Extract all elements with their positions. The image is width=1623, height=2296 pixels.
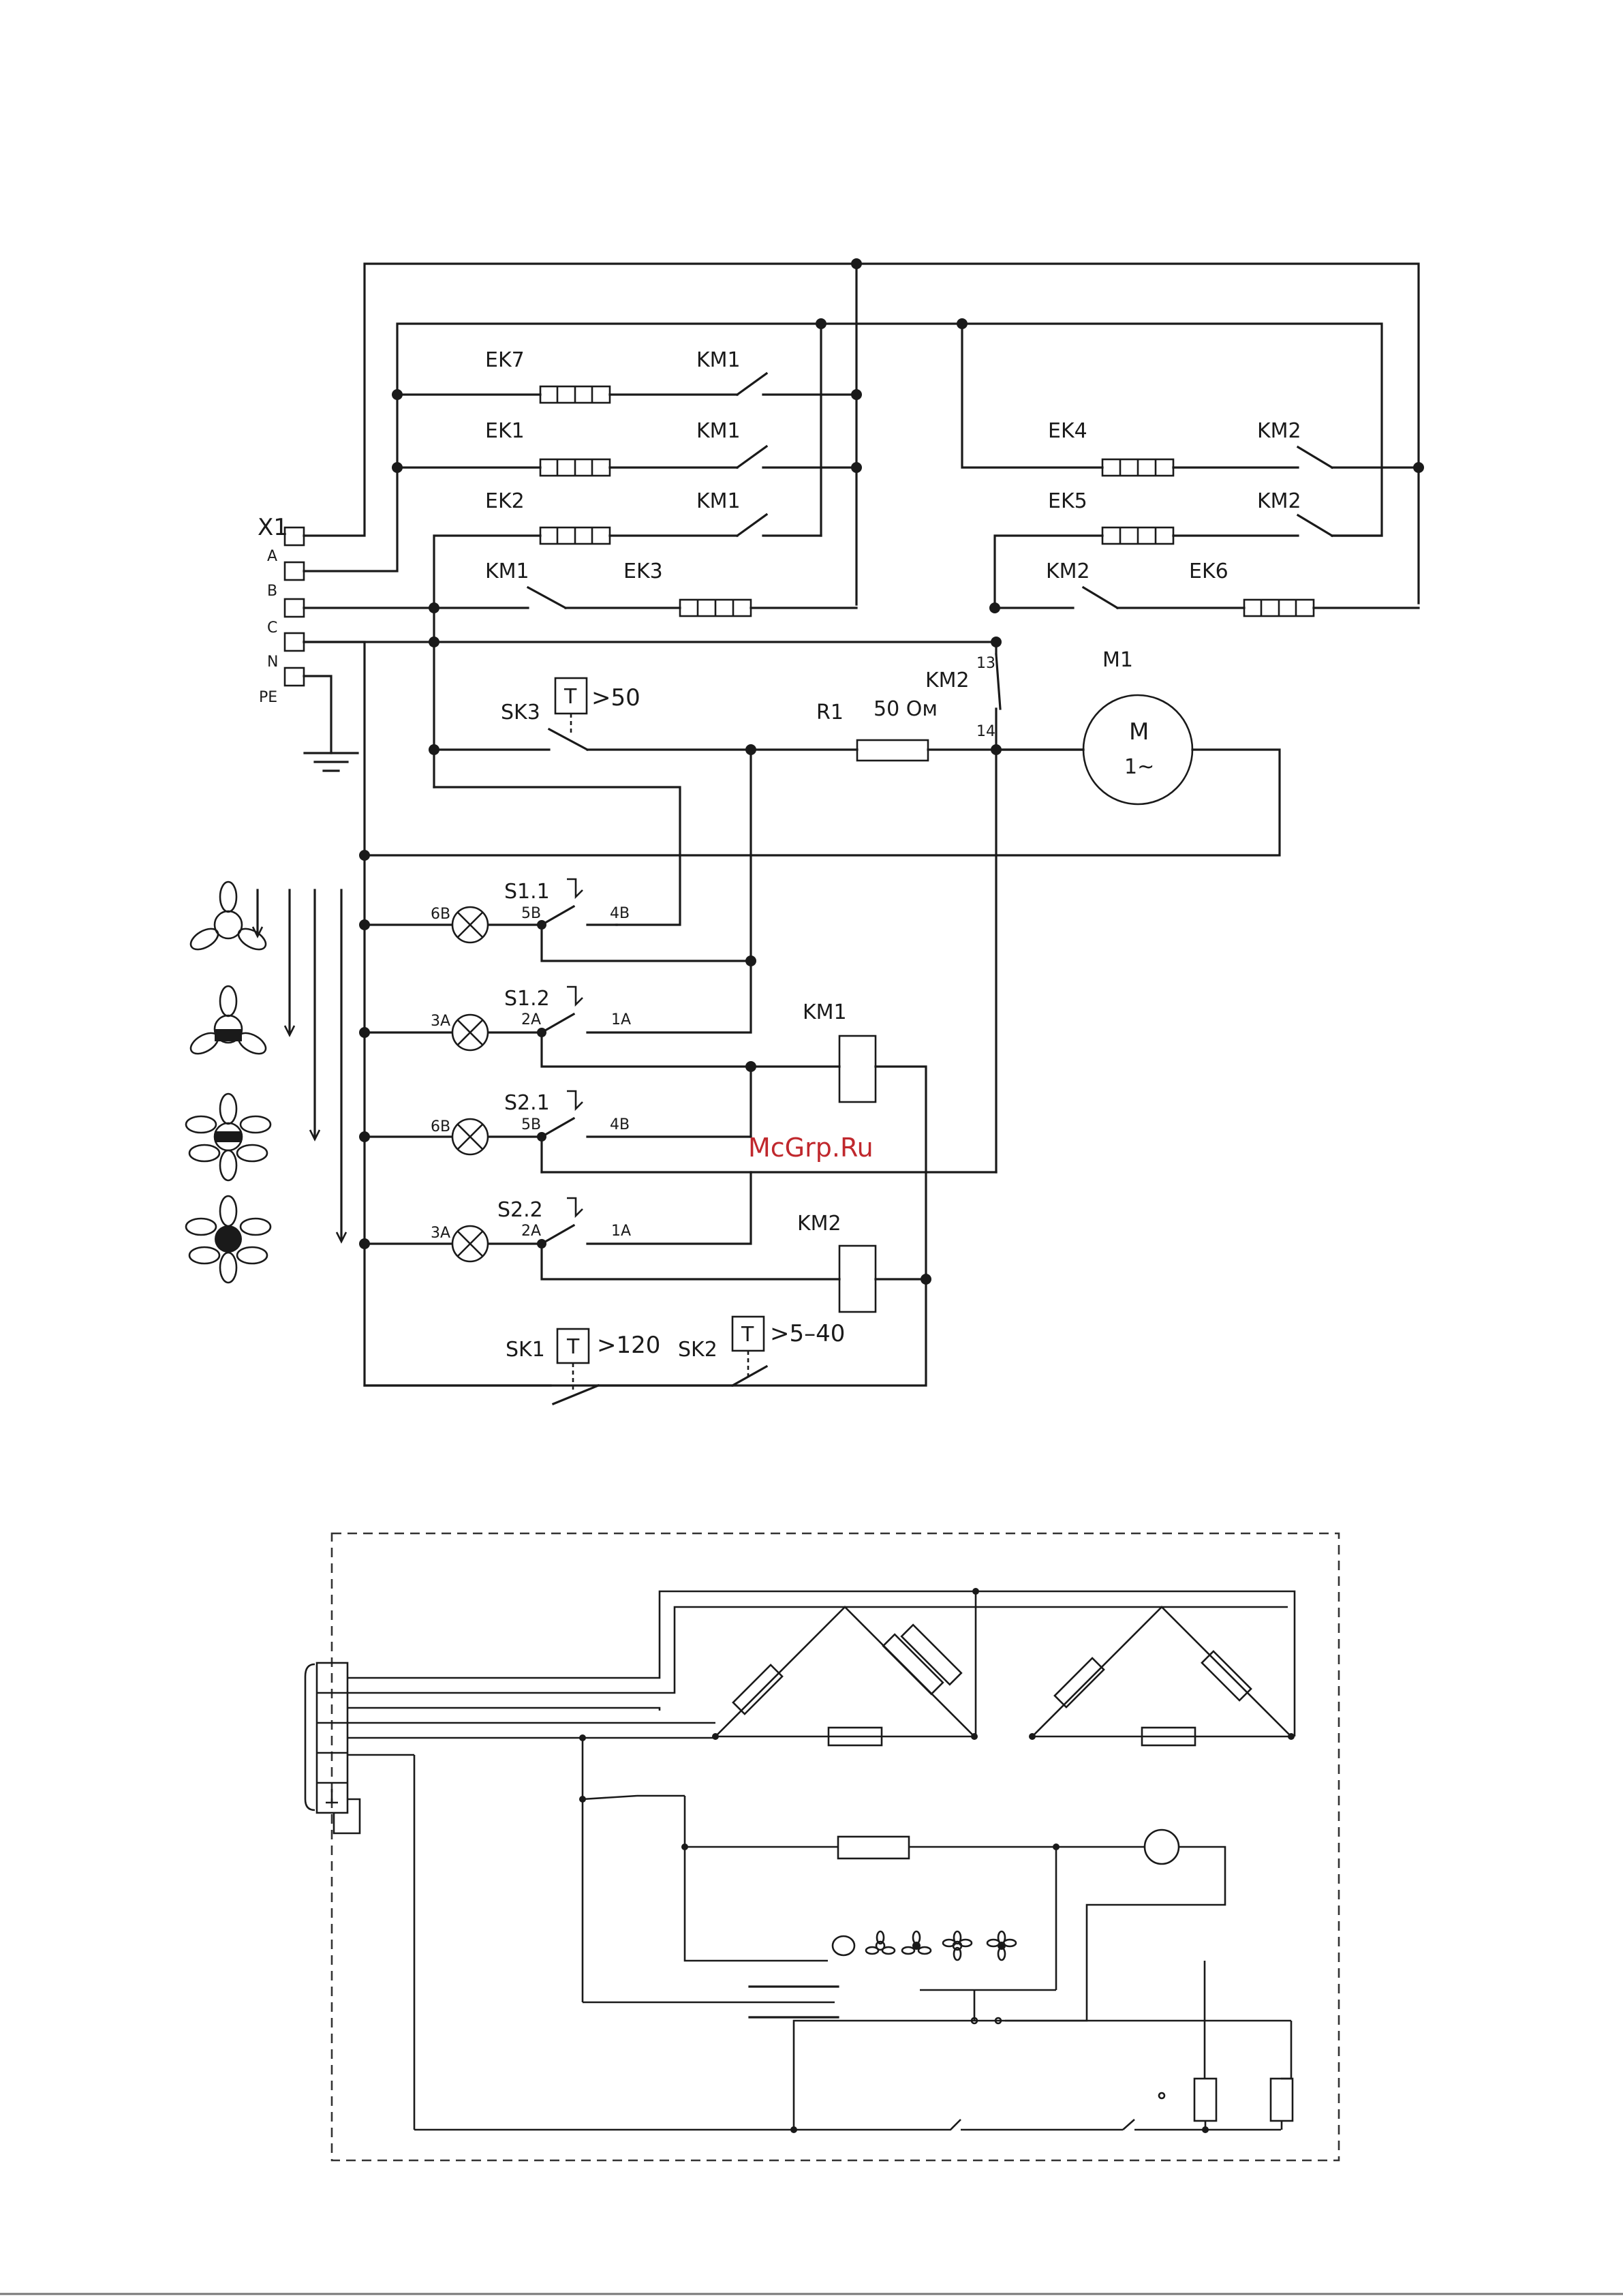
label-terminal-c: C [267, 619, 277, 637]
label-pin-1a-2: 1A [611, 1223, 631, 1240]
label-pin-2a-1: 2A [521, 1011, 541, 1028]
mode-switch-rows [365, 879, 926, 1279]
label-sk3-setpoint: >50 [591, 684, 640, 711]
ek5-heater [1102, 527, 1173, 544]
label-terminal-pe: PE [259, 689, 277, 706]
fan-heat-mid-icon [186, 1094, 270, 1180]
label-ek6: EK6 [1189, 560, 1228, 583]
label-sk2: SK2 [678, 1338, 717, 1362]
label-s1-1: S1.1 [504, 880, 550, 904]
label-ek4: EK4 [1048, 419, 1087, 443]
power-bus [304, 264, 1419, 1386]
fan-heat-low-icon [187, 986, 269, 1058]
label-motor-m: M [1129, 718, 1149, 746]
label-km2-ek5: KM2 [1257, 489, 1301, 513]
label-m1: M1 [1102, 648, 1133, 672]
label-r1: R1 [816, 701, 844, 724]
m1-fan-motor [996, 695, 1192, 804]
label-pin-6b-2: 6B [431, 1118, 450, 1135]
label-sk3: SK3 [501, 701, 540, 724]
watermark: McGrp.Ru [748, 1133, 874, 1163]
label-s2-2: S2.2 [497, 1198, 543, 1222]
label-km1-coil: KM1 [803, 1000, 847, 1024]
ek7-heater [540, 386, 610, 403]
label-km2-coil: KM2 [797, 1212, 841, 1236]
fan-heat-full-icon [186, 1196, 270, 1283]
label-pin-5b-1: 5B [521, 905, 541, 922]
label-km2-ek4: KM2 [1257, 419, 1301, 443]
label-km1-ek2: KM1 [696, 489, 741, 513]
label-sk2-t: T [741, 1323, 754, 1347]
label-km1-ek7: KM1 [696, 348, 741, 372]
ek1-heater [540, 459, 610, 476]
ek6-heater [1244, 600, 1314, 616]
label-km1-ek1: KM1 [696, 419, 741, 443]
r1-resistor [857, 740, 928, 761]
label-motor-phase: 1~ [1124, 755, 1154, 779]
wiring-layout-panel [305, 1533, 1339, 2160]
label-pin-6b-1: 6B [431, 906, 450, 923]
contactor-coils [839, 1036, 876, 1312]
label-s2-1: S2.1 [504, 1091, 550, 1115]
label-r1-value: 50 Ом [874, 697, 938, 721]
label-x1: X1 [258, 514, 288, 541]
mode-arrows [253, 890, 346, 1242]
label-pin-4b-1: 4B [610, 905, 630, 922]
label-s1-2: S1.2 [504, 987, 550, 1011]
terminal-block-x1 [285, 527, 304, 686]
label-ek2: EK2 [485, 489, 525, 513]
label-terminal-a: A [267, 548, 277, 565]
label-sk1-t: T [566, 1335, 580, 1359]
ek2-heater [540, 527, 610, 544]
label-pin-14: 14 [976, 723, 995, 740]
junction-dots [359, 258, 1424, 1285]
label-terminal-b: B [267, 583, 277, 600]
label-ek5: EK5 [1048, 489, 1087, 513]
label-pin-1a-1: 1A [611, 1011, 631, 1028]
label-km1-ek3: KM1 [485, 560, 529, 583]
label-pin-3a-2: 3A [431, 1225, 450, 1242]
label-km2-ek6: KM2 [1046, 560, 1090, 583]
label-ek7: EK7 [485, 348, 525, 372]
label-pin-2a-2: 2A [521, 1223, 541, 1240]
label-ek3: EK3 [623, 560, 663, 583]
label-pin-3a-1: 3A [431, 1013, 450, 1030]
label-pin-4b-2: 4B [610, 1116, 630, 1133]
mini-fan-icons [866, 1931, 1016, 1960]
label-sk1: SK1 [506, 1338, 545, 1362]
label-terminal-n: N [267, 654, 278, 671]
label-km2-contact: KM2 [925, 669, 970, 692]
label-sk2-setpoint: >5–40 [770, 1320, 845, 1347]
ek3-heater [680, 600, 751, 616]
label-pin-13: 13 [976, 655, 995, 672]
label-sk1-setpoint: >120 [597, 1332, 660, 1359]
label-pin-5b-2: 5B [521, 1116, 541, 1133]
label-sk3-t: T [563, 685, 577, 709]
label-ek1: EK1 [485, 419, 525, 443]
ek4-heater [1102, 459, 1173, 476]
